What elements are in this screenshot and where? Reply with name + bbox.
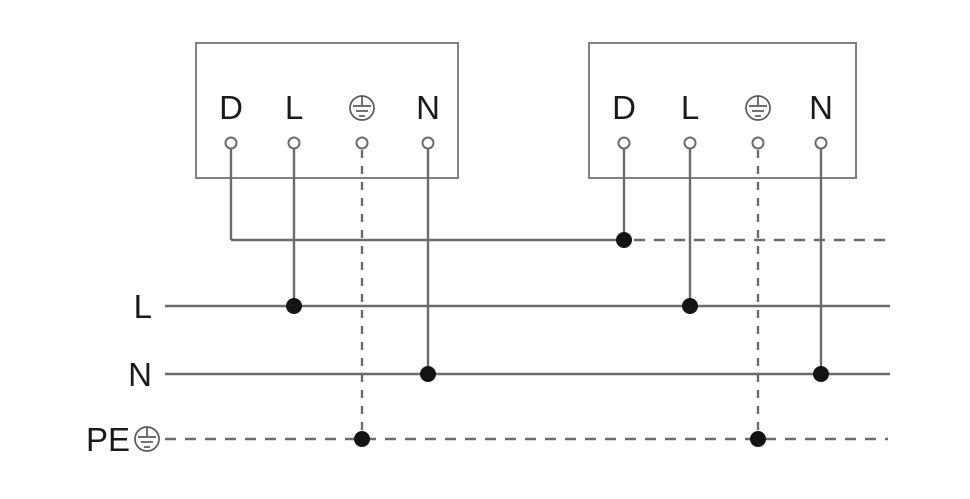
- terminal-ring-right-n: [814, 136, 828, 150]
- junction-dot-d-link: [616, 232, 632, 248]
- terminal-label-left-n: N: [416, 89, 440, 126]
- terminal-ring-right-l: [683, 136, 697, 150]
- terminal-label-left-d: D: [219, 89, 243, 126]
- device-box-left: [195, 42, 459, 179]
- terminal-ring-right-d: [617, 136, 631, 150]
- terminal-ring-left-n: [421, 136, 435, 150]
- bus-label-pe: PE: [86, 421, 130, 458]
- earth-icon-pe-bus: [134, 426, 160, 452]
- terminal-label-right-n: N: [809, 89, 833, 126]
- terminal-ring-left-d: [224, 136, 238, 150]
- bus-label-n: N: [128, 356, 152, 393]
- earth-icon-left-device: [349, 95, 375, 121]
- terminal-label-left-l: L: [285, 89, 303, 126]
- terminal-label-right-d: D: [612, 89, 636, 126]
- bus-label-l: L: [134, 288, 152, 325]
- junction-dot-n-right: [813, 366, 829, 382]
- terminal-ring-left-pe: [355, 136, 369, 150]
- terminal-ring-left-l: [287, 136, 301, 150]
- junction-dot-pe-left: [354, 431, 370, 447]
- terminal-ring-right-pe: [751, 136, 765, 150]
- terminal-label-right-l: L: [681, 89, 699, 126]
- junction-dot-l-left: [286, 298, 302, 314]
- junction-dot-l-right: [682, 298, 698, 314]
- earth-icon-right-device: [745, 95, 771, 121]
- junction-dot-n-left: [420, 366, 436, 382]
- junction-dot-pe-right: [750, 431, 766, 447]
- device-box-right: [588, 42, 857, 179]
